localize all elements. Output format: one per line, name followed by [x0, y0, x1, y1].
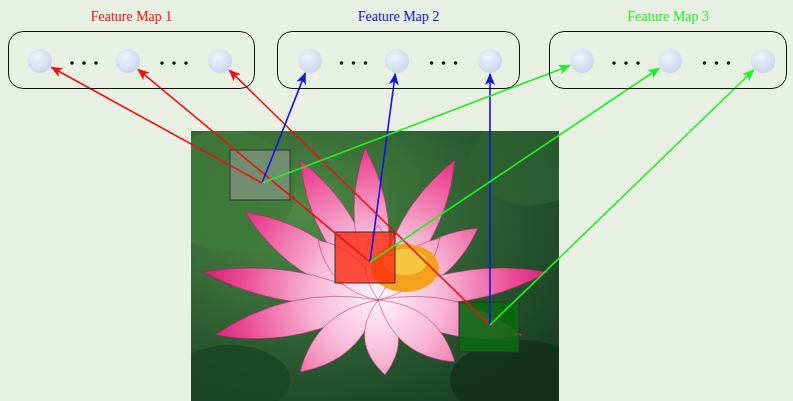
projection-arrow [370, 68, 659, 262]
ellipsis-dot [94, 61, 98, 65]
image-patch [459, 302, 519, 352]
neuron [751, 49, 775, 73]
feature-map-box: Feature Map 1 [8, 31, 255, 89]
ellipsis-dot [454, 61, 458, 65]
ellipsis-dot [612, 61, 616, 65]
projection-arrow [370, 74, 395, 262]
neuron [28, 49, 52, 73]
lotus-petal [378, 300, 455, 362]
neuron [570, 49, 594, 73]
ellipsis-dot [172, 61, 176, 65]
ellipsis-dot [727, 61, 731, 65]
ellipsis-dot [715, 61, 719, 65]
feature-map-title: Feature Map 3 [530, 9, 793, 25]
neuron [116, 49, 140, 73]
projection-arrow [138, 69, 370, 262]
ellipsis-dot [184, 61, 188, 65]
projection-arrow [262, 73, 305, 183]
neuron [478, 49, 502, 73]
projection-arrow [229, 70, 490, 325]
neuron [385, 49, 409, 73]
ellipsis-dot [82, 61, 86, 65]
ellipsis-dot [340, 61, 344, 65]
feature-map-title: Feature Map 1 [0, 9, 274, 25]
ellipsis-dot [624, 61, 628, 65]
ellipsis-dot [352, 61, 356, 65]
ellipsis-dot [364, 61, 368, 65]
ellipsis-dot [70, 61, 74, 65]
neuron [658, 49, 682, 73]
projection-arrow [262, 66, 570, 183]
feature-map-box: Feature Map 2 [277, 31, 520, 89]
ellipsis-dot [160, 61, 164, 65]
ellipsis-dot [636, 61, 640, 65]
ellipsis-dot [430, 61, 434, 65]
ellipsis-dot [442, 61, 446, 65]
projection-arrow [490, 70, 754, 325]
ellipsis-dot [703, 61, 707, 65]
neuron [208, 49, 232, 73]
projection-arrow [489, 74, 491, 325]
feature-map-title: Feature Map 2 [258, 9, 539, 25]
neuron [298, 49, 322, 73]
feature-map-box: Feature Map 3 [549, 31, 787, 89]
